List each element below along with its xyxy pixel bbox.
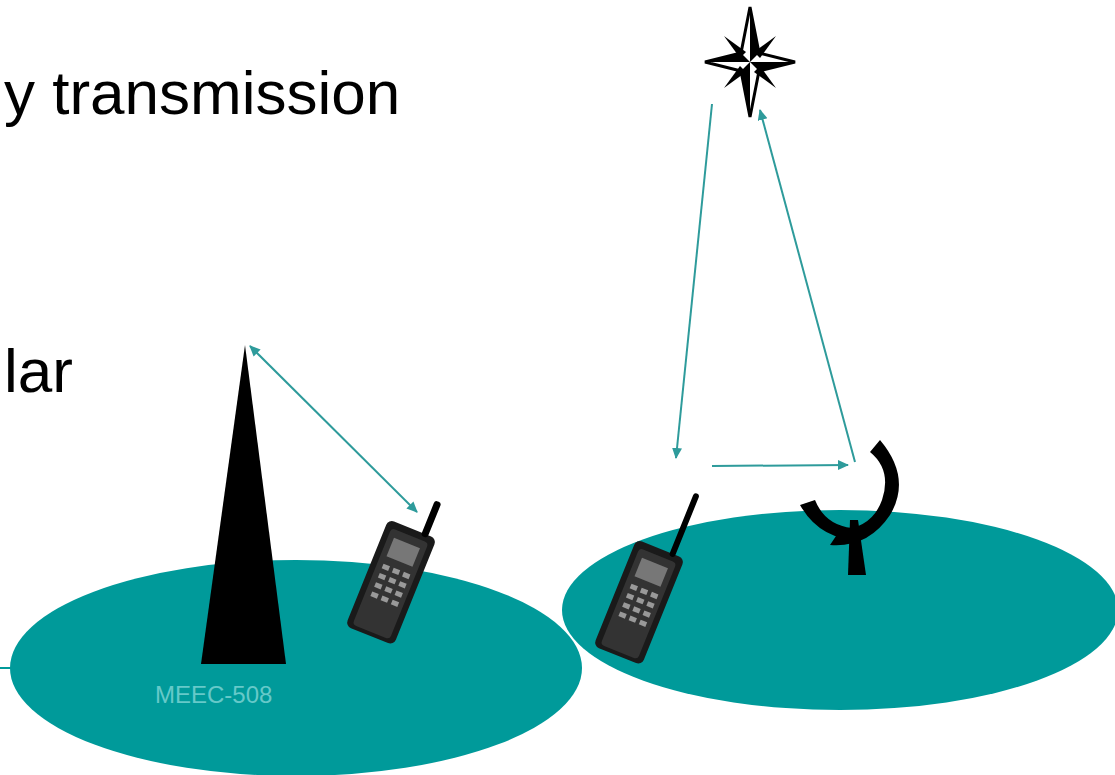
bullet-text: lar	[4, 340, 73, 402]
satellite-star	[705, 7, 795, 117]
cell-tower	[201, 345, 286, 664]
handheld-radio	[345, 487, 449, 646]
link-arrow	[712, 465, 848, 466]
watermark: MEEC-508	[155, 683, 272, 707]
link-arrow	[760, 110, 855, 462]
link-arrow	[676, 104, 712, 458]
link-arrow	[250, 346, 417, 512]
handheld-radio	[593, 479, 709, 665]
coverage-area	[10, 560, 582, 775]
heading-text: y transmission	[4, 62, 400, 124]
rule-line	[0, 667, 40, 669]
satellite-dish	[800, 440, 899, 575]
